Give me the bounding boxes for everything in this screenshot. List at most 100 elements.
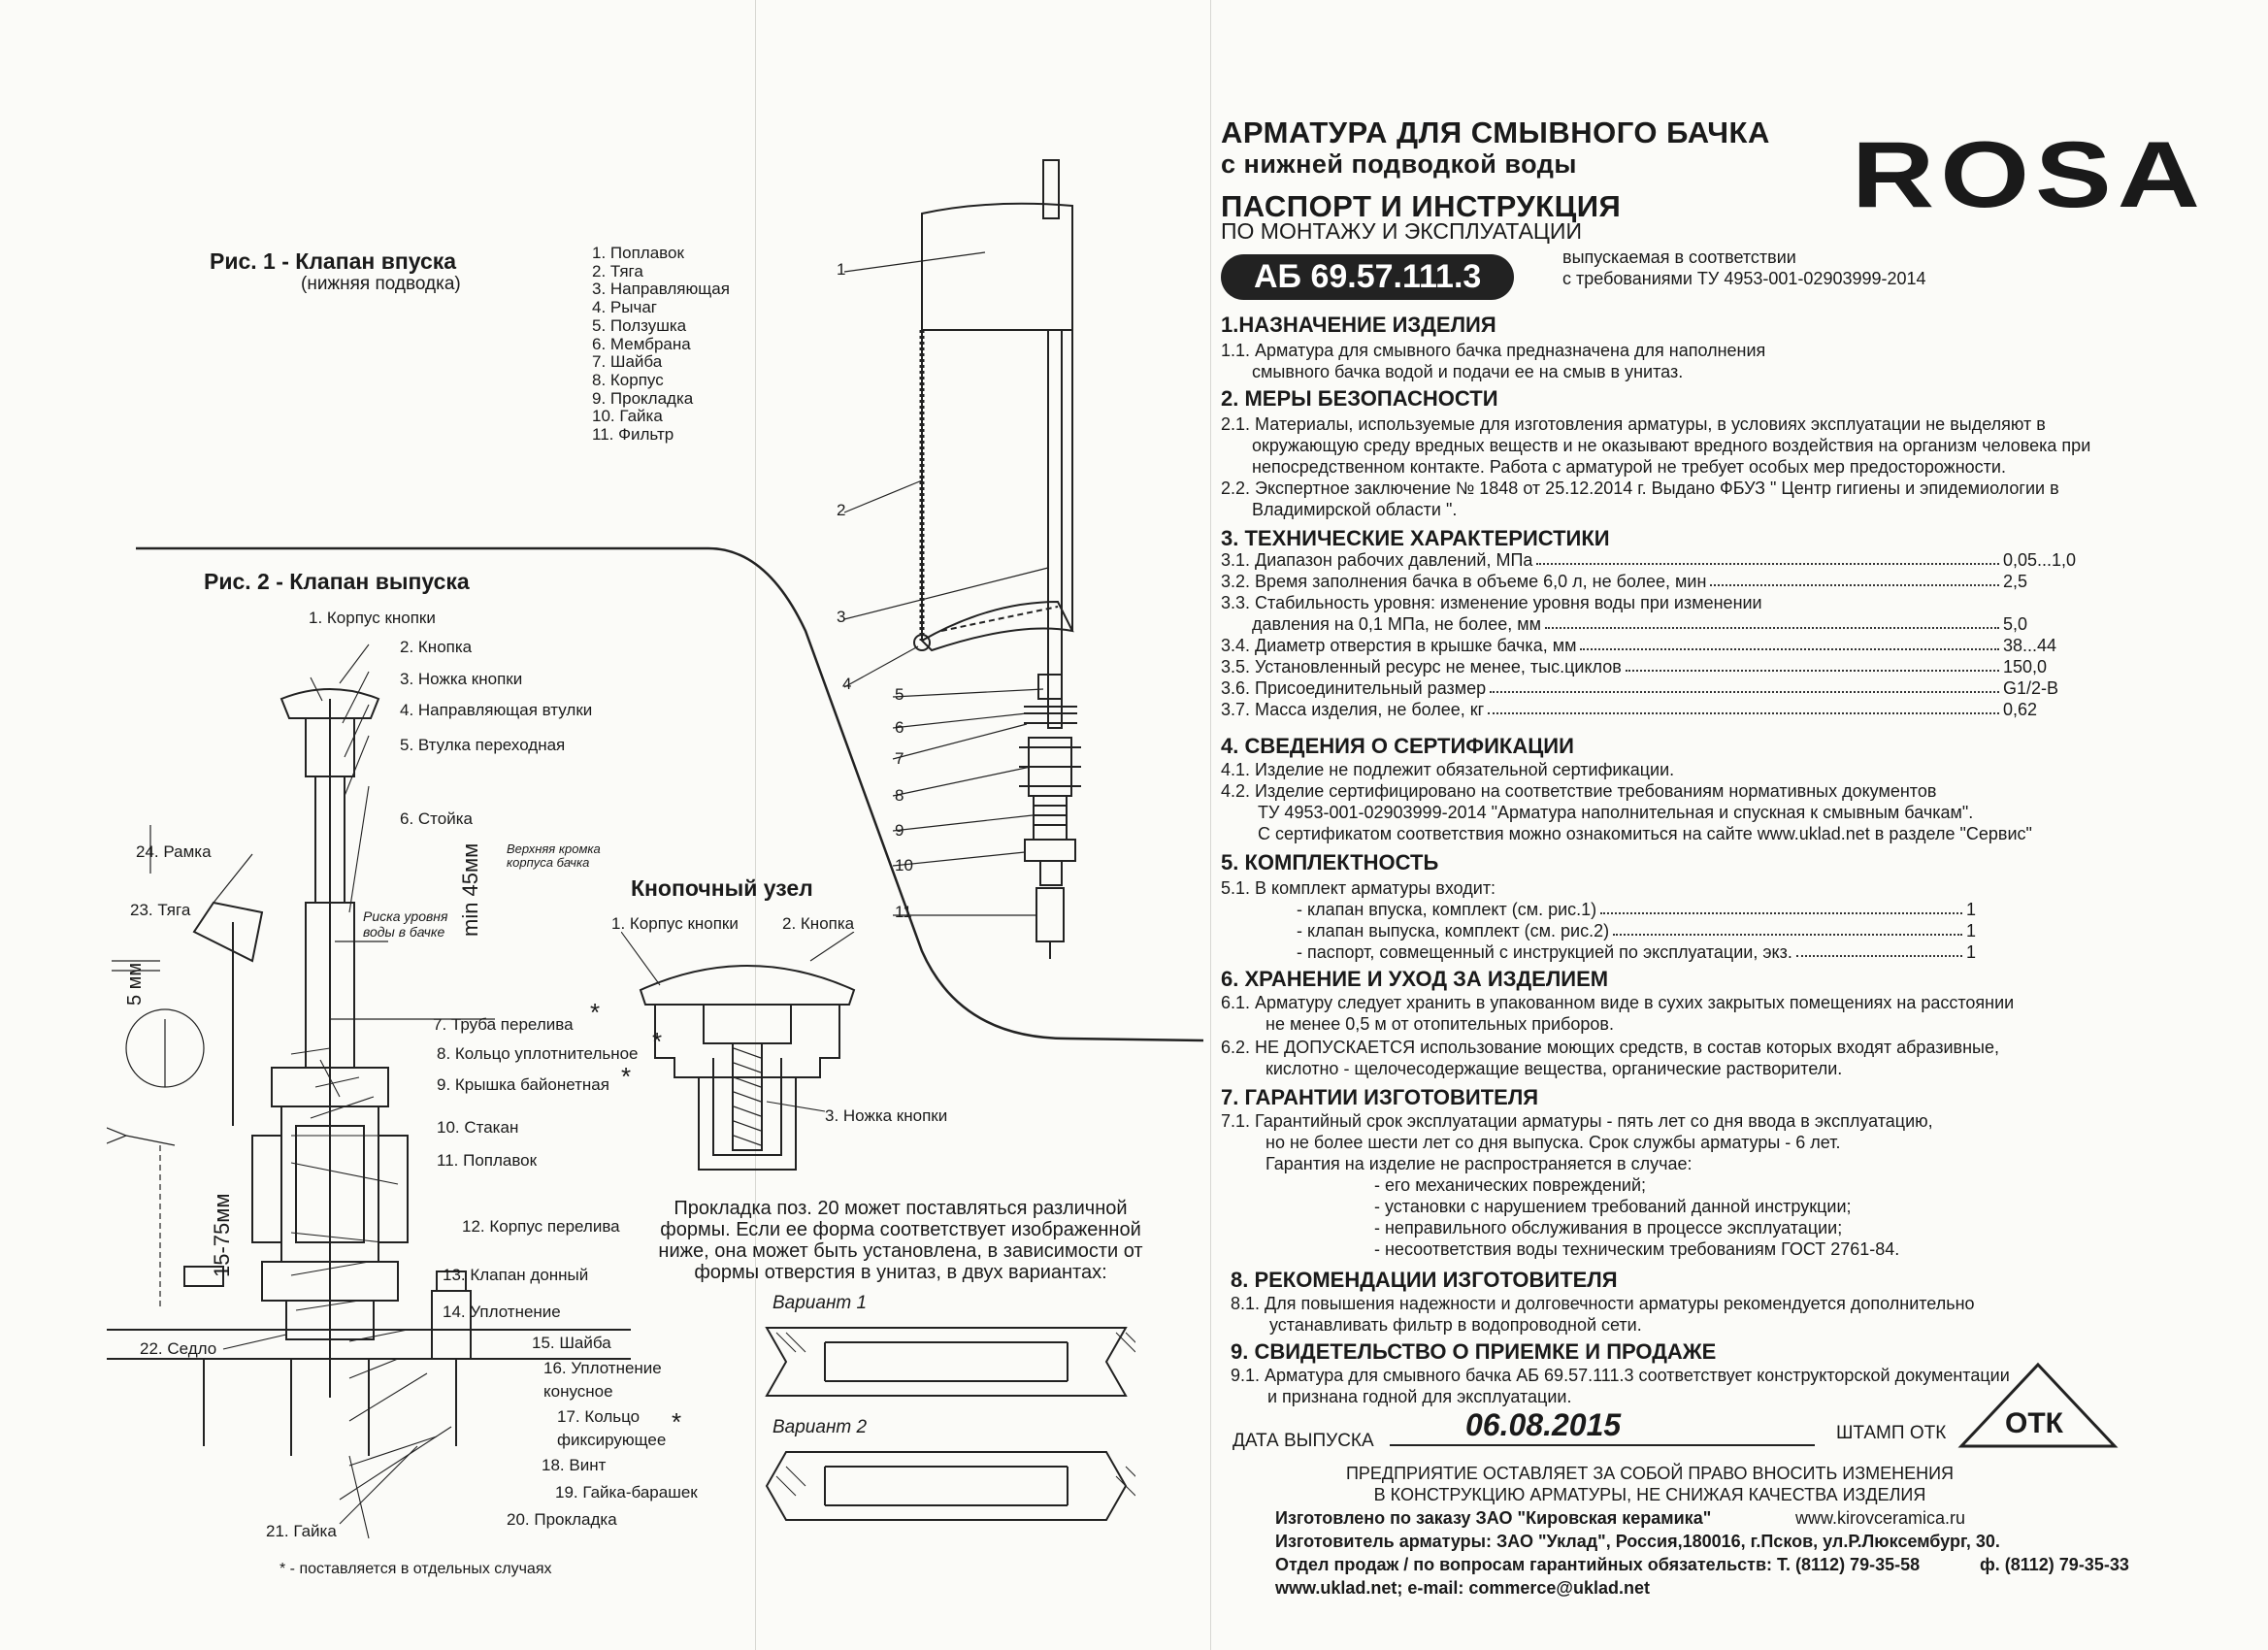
dim-top-edge-label: Верхняя кромка корпуса бачка: [507, 842, 601, 870]
footer-contacts: www.uklad.net; e-mail: commerce@uklad.ne…: [1275, 1578, 1650, 1598]
section-4-text: 4.1. Изделие не подлежит обязательной се…: [1221, 760, 1675, 779]
fig1-callout: 1: [837, 260, 846, 279]
variant-2-gasket-drawing: [757, 1442, 1135, 1530]
star-marker: *: [590, 998, 601, 1027]
section-2-text: 2.1. Материалы, используемые для изготов…: [1221, 414, 2046, 434]
fig2-label: 11. Поплавок: [437, 1151, 538, 1170]
brand-logo: ROSA: [1852, 122, 2206, 228]
section-7-bullet: - несоответствия воды техническим требов…: [1374, 1239, 1900, 1259]
page-fold-line: [1210, 0, 1211, 1650]
fig1-callout: 2: [837, 501, 846, 519]
section-9-text: 9.1. Арматура для смывного бачка АБ 69.5…: [1231, 1366, 2010, 1385]
button-unit-drawing: [621, 932, 873, 1184]
section-4-text: 4.2. Изделие сертифицировано на соответс…: [1221, 781, 1937, 801]
fig1-callout: 7: [895, 749, 904, 768]
fig2-label: 17. Кольцо: [557, 1407, 641, 1426]
list-item: 5. Ползушка: [592, 315, 687, 335]
fig2-label: 19. Гайка-барашек: [555, 1483, 698, 1502]
footer-website: www.kirovceramica.ru: [1795, 1508, 1966, 1528]
section-9-title: 9. СВИДЕТЕЛЬСТВО О ПРИЕМКЕ И ПРОДАЖЕ: [1231, 1339, 1717, 1364]
dim-min-label: min 45мм: [458, 842, 482, 937]
section-8-text: устанавливать фильтр в водопроводной сет…: [1269, 1315, 1642, 1335]
button-unit-label: 3. Ножка кнопки: [825, 1106, 948, 1125]
section-1-title: 1.НАЗНАЧЕНИЕ ИЗДЕЛИЯ: [1221, 313, 1496, 337]
dim-range-label: 15-75мм: [210, 1193, 234, 1277]
dim-5mm-label: 5 мм: [124, 962, 146, 1006]
doc-subtitle-line2: ПО МОНТАЖУ И ЭКСПЛУАТАЦИИ: [1221, 218, 1582, 244]
list-item: 8. Корпус: [592, 370, 664, 389]
otk-stamp-text: ОТК: [2005, 1407, 2063, 1439]
section-7-title: 7. ГАРАНТИИ ИЗГОТОВИТЕЛЯ: [1221, 1085, 1539, 1109]
fig2-label: 12. Корпус перелива: [462, 1217, 620, 1236]
section-6-text: 6.2. НЕ ДОПУСКАЕТСЯ использование моющих…: [1221, 1038, 1999, 1057]
variant-1-label: Вариант 1: [772, 1293, 868, 1313]
section-3-title: 3. ТЕХНИЧЕСКИЕ ХАРАКТЕРИСТИКИ: [1221, 526, 1610, 550]
fig2-label: 4. Направляющая втулки: [400, 701, 593, 719]
list-item: 2. Тяга: [592, 261, 643, 280]
section-2-title: 2. МЕРЫ БЕЗОПАСНОСТИ: [1221, 386, 1498, 411]
product-code-badge: АБ 69.57.111.3: [1221, 254, 1515, 300]
section-2-text: окружающую среду вредных веществ и не ок…: [1252, 436, 2091, 455]
fig2-label: 23. Тяга: [130, 901, 191, 919]
fig2-label: 13. Клапан донный: [443, 1266, 589, 1284]
section-8-text: 8.1. Для повышения надежности и долговеч…: [1231, 1294, 1975, 1313]
variant-2-label: Вариант 2: [772, 1417, 868, 1437]
list-item: - клапан впуска, комплект (см. рис.1)1: [1297, 900, 1977, 919]
list-item: 11. Фильтр: [592, 425, 674, 445]
list-item: 1. Поплавок: [592, 244, 684, 262]
fig1-callout: 10: [895, 856, 913, 874]
button-unit-label: 2. Кнопка: [782, 914, 855, 933]
fig1-callout: 5: [895, 685, 904, 704]
variant-1-gasket-drawing: [757, 1318, 1135, 1405]
section-8-title: 8. РЕКОМЕНДАЦИИ ИЗГОТОВИТЕЛЯ: [1231, 1268, 1618, 1292]
table-row: 3.4. Диаметр отверстия в крышке бачка, м…: [1221, 636, 2057, 655]
section-2-text: непосредственном контакте. Работа с арма…: [1252, 457, 2006, 477]
footer-sales-phone: Отдел продаж / по вопросам гарантийных о…: [1275, 1555, 1921, 1574]
section-5-title: 5. КОМПЛЕКТНОСТЬ: [1221, 850, 1439, 874]
button-unit-title: Кнопочный узел: [631, 875, 813, 901]
section-2-text: Владимирской области ".: [1252, 500, 1458, 519]
tank-outline: [136, 544, 1213, 1048]
fig2-label: 2. Кнопка: [400, 638, 473, 656]
star-marker: *: [672, 1407, 682, 1436]
fig2-label: 3. Ножка кнопки: [400, 670, 523, 688]
fig2-label: 16. Уплотнение: [543, 1359, 662, 1377]
section-6-text: не менее 0,5 м от отопительных приборов.: [1265, 1014, 1614, 1034]
footer-notice: В КОНСТРУКЦИЮ АРМАТУРЫ, НЕ СНИЖАЯ КАЧЕСТ…: [1373, 1485, 1926, 1504]
table-row: 3.3. Стабильность уровня: изменение уров…: [1221, 593, 1762, 612]
list-item: 6. Мембрана: [592, 334, 691, 353]
section-9-text: и признана годной для эксплуатации.: [1267, 1387, 1572, 1406]
section-7-bullet: - установки с нарушением требований данн…: [1374, 1197, 1852, 1216]
star-marker: *: [621, 1062, 632, 1091]
footnote: * - поставляется в отдельных случаях: [279, 1561, 552, 1577]
release-date-value: 06.08.2015: [1465, 1407, 1622, 1442]
footer-fax: ф. (8112) 79-35-33: [1980, 1555, 2129, 1574]
fig2-label: 10. Стакан: [437, 1118, 519, 1137]
fig1-title: Рис. 1 - Клапан впуска: [210, 248, 457, 274]
fig1-callout: 9: [895, 821, 904, 840]
button-unit-label: 1. Корпус кнопки: [611, 914, 739, 933]
section-5-text: 5.1. В комплект арматуры входит:: [1221, 878, 1496, 898]
fig2-label: конусное: [543, 1382, 613, 1401]
list-item: - паспорт, совмещенный с инструкцией по …: [1297, 942, 1977, 962]
section-6-text: кислотно - щелочесодержащие вещества, ор…: [1265, 1059, 1843, 1078]
fig2-label: фиксирующее: [557, 1431, 667, 1449]
fig2-label: 22. Седло: [140, 1339, 217, 1358]
section-4-text: ТУ 4953-001-02903999-2014 "Арматура напо…: [1258, 803, 1974, 822]
fig2-label: 21. Гайка: [266, 1522, 337, 1540]
section-6-title: 6. ХРАНЕНИЕ И УХОД ЗА ИЗДЕЛИЕМ: [1221, 967, 1609, 991]
otk-stamp: [1956, 1359, 2120, 1452]
doc-title: АРМАТУРА ДЛЯ СМЫВНОГО БАЧКА: [1221, 116, 1770, 149]
table-row: 3.5. Установленный ресурс не менее, тыс.…: [1221, 657, 2048, 676]
gasket-note: Прокладка поз. 20 может поставляться раз…: [658, 1198, 1143, 1283]
inlet-valve-drawing: [825, 146, 1145, 990]
section-7-text: но не более шести лет со дня выпуска. Ср…: [1265, 1133, 1841, 1152]
stamp-label: ШТАМП ОТК: [1836, 1423, 1947, 1443]
release-date-label: ДАТА ВЫПУСКА: [1233, 1431, 1374, 1451]
table-row: 3.2. Время заполнения бачка в объеме 6,0…: [1221, 572, 2028, 591]
fig2-label: 1. Корпус кнопки: [309, 609, 436, 627]
